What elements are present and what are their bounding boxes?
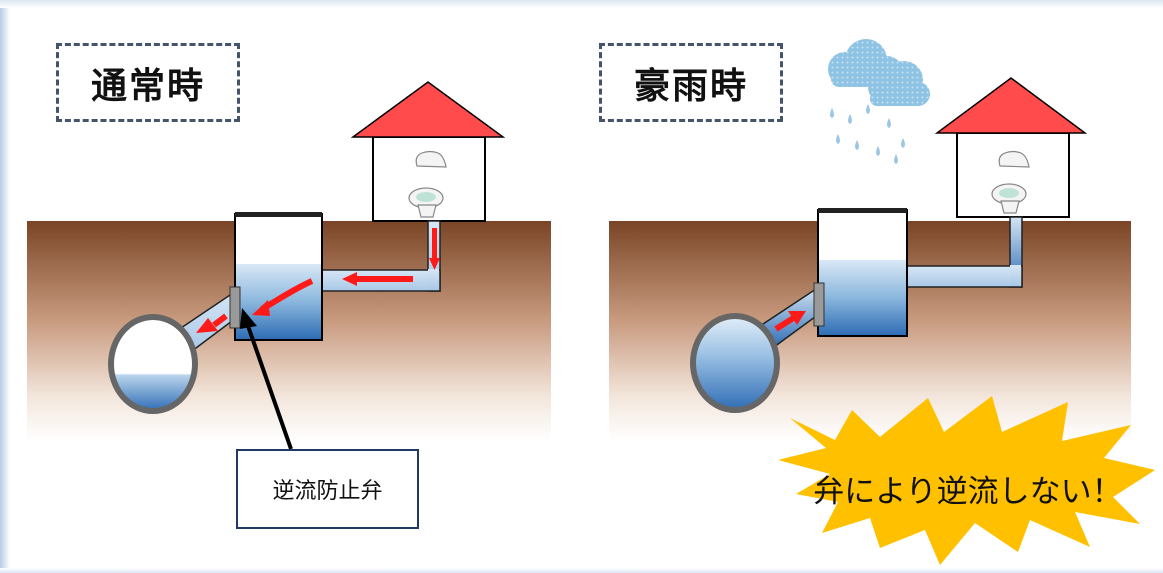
rain-panel [609, 39, 1155, 565]
left-border-shade [0, 0, 10, 573]
normal-title: 通常時 [56, 43, 240, 122]
house-right-roof [934, 77, 1088, 134]
bottom-border-shade [0, 568, 1163, 573]
top-border-shade [0, 0, 1163, 8]
rain-cloud-icon [828, 39, 930, 106]
main-sewer-right [690, 313, 780, 413]
no-backflow-message: 弁により逆流しない！ [813, 473, 1123, 510]
backflow-valve-right [813, 282, 825, 327]
main-sewer-left [108, 314, 198, 414]
toilet-right-icon [991, 150, 1030, 214]
house-left-roof [350, 81, 506, 138]
backflow-valve-left [229, 286, 241, 329]
toilet-left-icon [408, 150, 447, 218]
flow-arrows-left [196, 228, 440, 333]
heavy-rain-title: 豪雨時 [599, 43, 783, 122]
pipe-right-horizontal [905, 265, 1023, 288]
callout-pointer [245, 322, 293, 450]
tank-right-water [819, 260, 906, 335]
raindrop-icons [830, 104, 905, 164]
burst-shape [778, 396, 1155, 565]
backflow-arrow-right [774, 311, 806, 332]
normal-panel [27, 81, 551, 450]
backflow-valve-label: 逆流防止弁 [236, 449, 419, 529]
